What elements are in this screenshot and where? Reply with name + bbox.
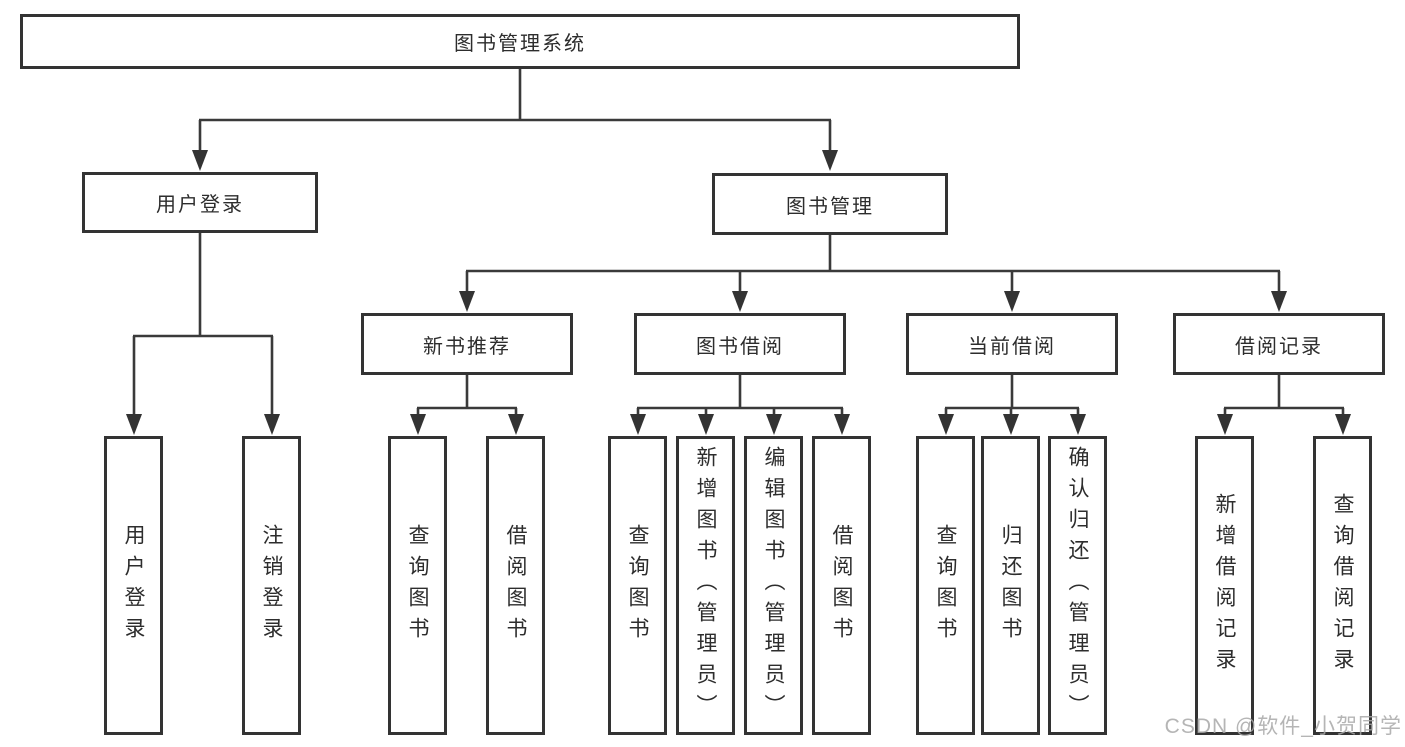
node-new-book-recommend-label: 新书推荐 — [423, 335, 511, 358]
leaf-confirm-return-admin: 确认归还（管理员） — [1048, 436, 1107, 735]
leaf-user-login: 用户登录 — [104, 436, 163, 735]
leaf-borrow-books-recommend: 借阅图书 — [486, 436, 545, 735]
connector-user-login-children — [132, 233, 274, 415]
connector-new-book-recommend-children — [416, 375, 518, 416]
leaf-add-book-admin: 新增图书（管理员） — [676, 436, 735, 735]
leaf-query-books-borrowing-label: 查询图书 — [626, 523, 649, 648]
leaf-add-borrow-record-label: 新增借阅记录 — [1213, 492, 1236, 679]
leaf-query-books-current-label: 查询图书 — [934, 523, 957, 648]
connector-borrow-records-children — [1223, 375, 1345, 416]
node-current-borrowing-label: 当前借阅 — [968, 335, 1056, 358]
leaf-confirm-return-admin-label: 确认归还（管理员） — [1066, 446, 1089, 725]
node-root: 图书管理系统 — [20, 14, 1020, 69]
node-book-management-label: 图书管理 — [786, 195, 874, 218]
connector-book-management-children — [465, 235, 1281, 292]
leaf-user-login-label: 用户登录 — [122, 523, 145, 648]
leaf-return-book: 归还图书 — [981, 436, 1040, 735]
leaf-query-books-recommend-label: 查询图书 — [406, 523, 429, 648]
leaf-logout-login: 注销登录 — [242, 436, 301, 735]
connector-root-to-level2 — [198, 69, 832, 151]
node-new-book-recommend: 新书推荐 — [361, 313, 573, 375]
connector-current-borrowing-children — [944, 375, 1080, 416]
node-user-login: 用户登录 — [82, 172, 318, 233]
leaf-query-books-current: 查询图书 — [916, 436, 975, 735]
arrow-down-icons — [126, 150, 1351, 435]
node-user-login-label: 用户登录 — [156, 194, 244, 216]
node-root-label: 图书管理系统 — [454, 33, 586, 55]
node-book-borrowing: 图书借阅 — [634, 313, 846, 375]
node-book-management: 图书管理 — [712, 173, 948, 235]
node-borrow-records-label: 借阅记录 — [1235, 335, 1323, 358]
leaf-borrow-books-recommend-label: 借阅图书 — [504, 523, 527, 648]
leaf-query-books-recommend: 查询图书 — [388, 436, 447, 735]
leaf-edit-book-admin: 编辑图书（管理员） — [744, 436, 803, 735]
leaf-add-borrow-record: 新增借阅记录 — [1195, 436, 1254, 735]
node-book-borrowing-label: 图书借阅 — [696, 335, 784, 358]
leaf-logout-login-label: 注销登录 — [260, 523, 283, 648]
leaf-borrow-books-borrowing: 借阅图书 — [812, 436, 871, 735]
leaf-add-book-admin-label: 新增图书（管理员） — [694, 446, 717, 725]
node-borrow-records: 借阅记录 — [1173, 313, 1385, 375]
leaf-query-books-borrowing: 查询图书 — [608, 436, 667, 735]
leaf-edit-book-admin-label: 编辑图书（管理员） — [762, 446, 785, 725]
leaf-borrow-books-borrowing-label: 借阅图书 — [830, 523, 853, 648]
leaf-return-book-label: 归还图书 — [999, 523, 1022, 648]
leaf-query-borrow-record-label: 查询借阅记录 — [1331, 492, 1354, 679]
connector-book-borrowing-children — [636, 375, 844, 416]
leaf-query-borrow-record: 查询借阅记录 — [1313, 436, 1372, 735]
node-current-borrowing: 当前借阅 — [906, 313, 1118, 375]
